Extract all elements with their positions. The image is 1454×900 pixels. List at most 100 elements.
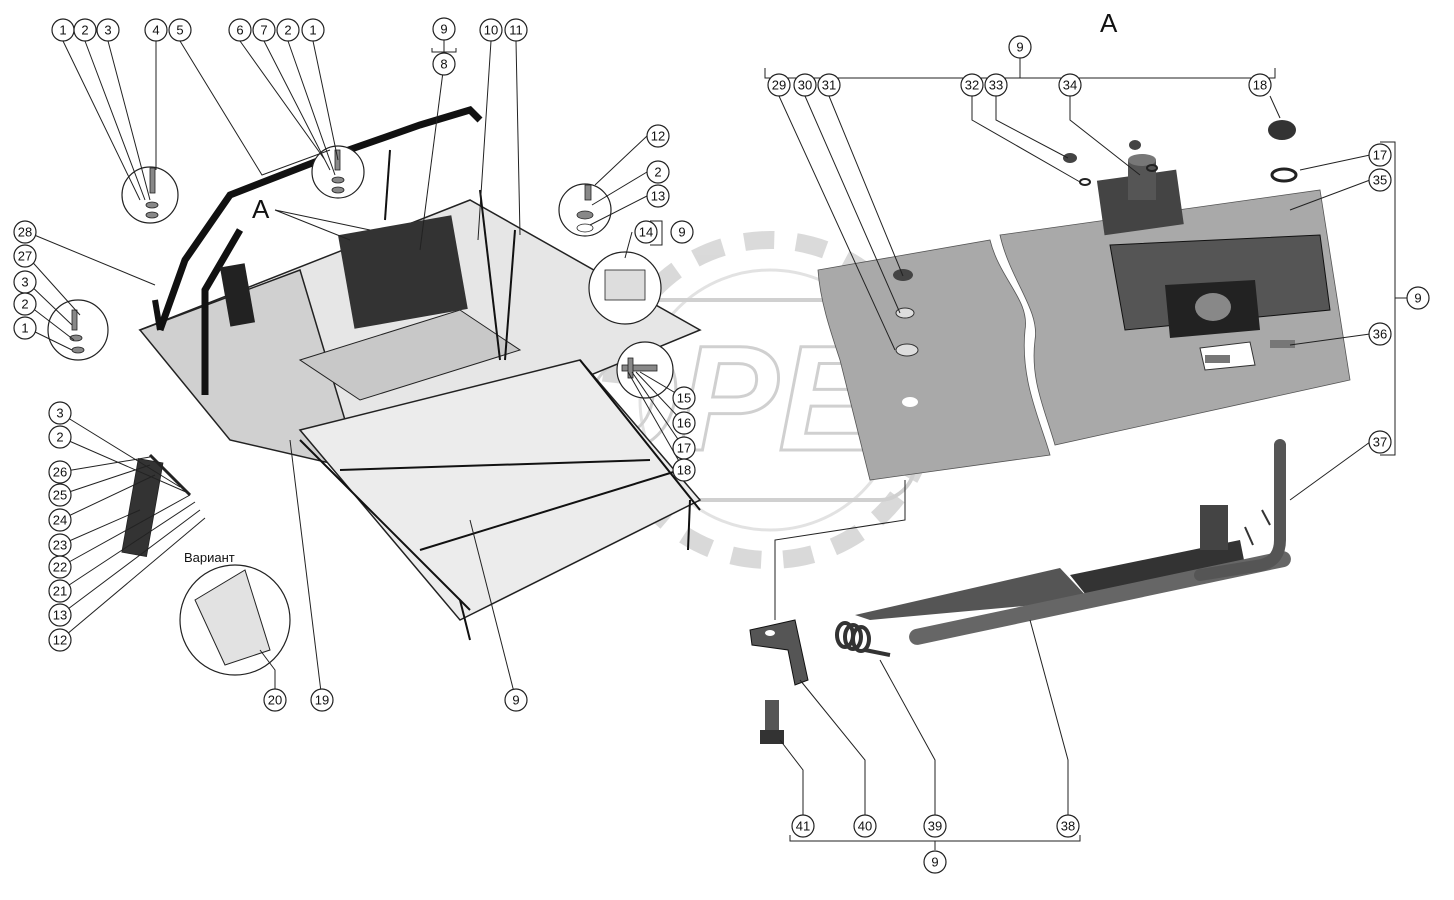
callout-29: 29 [767,73,791,97]
svg-text:19: 19 [315,693,329,708]
callout-40: 40 [853,814,877,838]
svg-text:34: 34 [1063,78,1077,93]
detail-circle-bolts-top-left [121,166,179,224]
svg-text:9: 9 [678,225,685,240]
callout-38: 38 [1056,814,1080,838]
callout-27: 27 [13,244,37,268]
lock-34 [1096,169,1184,236]
bolt-41 [765,700,779,734]
variant-label: Вариант [184,550,235,565]
callout-30: 30 [793,73,817,97]
callout-8: 8 [432,52,456,76]
svg-text:1: 1 [21,321,28,336]
svg-text:17: 17 [677,441,691,456]
svg-text:14: 14 [639,225,653,240]
svg-text:17: 17 [1373,148,1387,163]
svg-text:15: 15 [677,391,691,406]
svg-text:35: 35 [1373,173,1387,188]
svg-text:2: 2 [21,297,28,312]
svg-text:18: 18 [677,463,691,478]
leader-lines [26,36,1408,850]
svg-text:18: 18 [1253,78,1267,93]
callout-17: 17 [1368,143,1392,167]
svg-text:2: 2 [81,23,88,38]
seat-pad [338,215,468,329]
svg-text:37: 37 [1373,435,1387,450]
callout-4: 4 [144,18,168,42]
callout-12: 12 [646,124,670,148]
detail-a-plates [817,120,1351,481]
svg-text:6: 6 [236,23,243,38]
svg-text:28: 28 [18,225,32,240]
svg-text:41: 41 [796,819,810,834]
plate-left-section [817,239,1051,481]
svg-text:32: 32 [965,78,979,93]
callout-11: 11 [504,18,528,42]
callout-37: 37 [1368,430,1392,454]
svg-text:26: 26 [53,465,67,480]
callout-18: 18 [1248,73,1272,97]
svg-text:12: 12 [53,633,67,648]
view-label-top: A [1100,8,1118,38]
svg-text:40: 40 [858,819,872,834]
callout-23: 23 [48,533,72,557]
svg-text:9: 9 [512,693,519,708]
lever-38 [855,568,1090,620]
callout-2: 2 [48,425,72,449]
callout-9: 9 [1008,35,1032,59]
platform-assembly [138,106,702,641]
handle-37 [1194,439,1286,581]
callout-35: 35 [1368,168,1392,192]
callout-9: 9 [432,17,456,41]
callout-18: 18 [672,458,696,482]
callout-5: 5 [168,18,192,42]
callout-17: 17 [672,436,696,460]
small-fasteners [69,149,658,557]
callout-1: 1 [301,18,325,42]
svg-text:22: 22 [53,560,67,575]
callout-31: 31 [817,73,841,97]
svg-text:21: 21 [53,584,67,599]
callout-34: 34 [1058,73,1082,97]
svg-text:16: 16 [677,416,691,431]
callout-1: 1 [51,18,75,42]
callout-33: 33 [984,73,1008,97]
svg-text:36: 36 [1373,327,1387,342]
callout-39: 39 [923,814,947,838]
callout-25: 25 [48,483,72,507]
callout-3: 3 [48,401,72,425]
svg-text:1: 1 [309,23,316,38]
svg-text:8: 8 [440,57,447,72]
callout-12: 12 [48,628,72,652]
lever-parts [749,439,1291,744]
detail-circle-bolts-top [311,145,365,199]
callout-10: 10 [479,18,503,42]
svg-text:3: 3 [21,275,28,290]
callout-13: 13 [646,184,670,208]
callout-9: 9 [670,220,694,244]
svg-text:9: 9 [931,855,938,870]
svg-text:5: 5 [176,23,183,38]
callout-26: 26 [48,460,72,484]
callout-2: 2 [13,292,37,316]
variant-plate: Вариант [184,550,271,666]
callout-36: 36 [1368,322,1392,346]
callout-28: 28 [13,220,37,244]
callout-19: 19 [310,688,334,712]
svg-text:25: 25 [53,488,67,503]
svg-text:24: 24 [53,513,67,528]
svg-text:33: 33 [989,78,1003,93]
detail-circle-bolts-left [47,299,109,361]
callout-22: 22 [48,555,72,579]
lower-frame [298,359,702,621]
svg-text:9: 9 [440,22,447,37]
callout-3: 3 [96,18,120,42]
svg-text:12: 12 [651,129,665,144]
callout-21: 21 [48,579,72,603]
callout-9: 9 [1406,286,1430,310]
callout-2: 2 [646,160,670,184]
callout-1: 1 [13,316,37,340]
svg-text:2: 2 [284,23,291,38]
view-label-left: A [252,194,270,224]
callout-6: 6 [228,18,252,42]
